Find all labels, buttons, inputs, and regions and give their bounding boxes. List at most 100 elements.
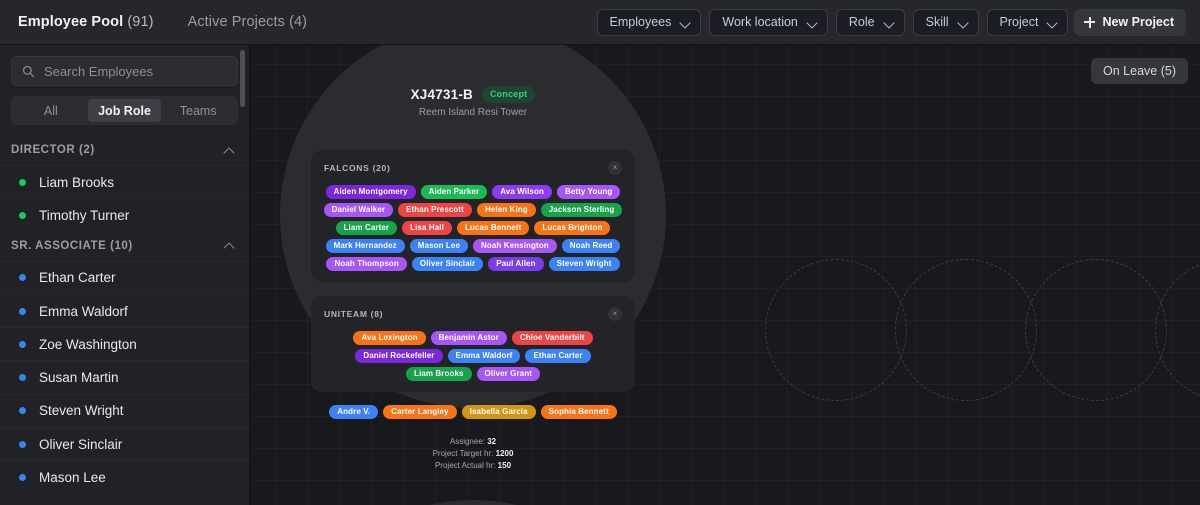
close-icon[interactable]: × bbox=[608, 306, 622, 321]
project-circle[interactable]: XJ4731-B Concept Reem Island Resi Tower … bbox=[280, 45, 666, 470]
filter-label: Work location bbox=[722, 15, 798, 29]
team-card: FALCONS (20) × Aiden Montgomery Aiden Parke… bbox=[311, 149, 635, 282]
on-leave-badge[interactable]: On Leave (5) bbox=[1091, 58, 1188, 84]
employee-name: Susan Martin bbox=[39, 370, 119, 386]
member-chip[interactable]: Benjamin Astor bbox=[430, 330, 507, 345]
ghost-project-slot[interactable] bbox=[1025, 259, 1167, 401]
tab-count: (4) bbox=[289, 14, 308, 30]
project-status-badge: Concept bbox=[481, 86, 536, 103]
member-chip[interactable]: Noah Reed bbox=[561, 238, 621, 253]
employee-list-item[interactable]: Mason Lee bbox=[0, 460, 249, 493]
member-chip[interactable]: Daniel Rockefeller bbox=[355, 348, 443, 363]
chevron-up-icon[interactable] bbox=[224, 145, 235, 156]
status-dot bbox=[19, 340, 26, 348]
team-cards: FALCONS (20) × Aiden Montgomery Aiden Parke… bbox=[280, 149, 666, 392]
member-chip[interactable]: Carter Langley bbox=[383, 404, 457, 419]
sidebar-scrollbar[interactable] bbox=[240, 45, 245, 505]
group-title: SR. ASSOCIATE (10) bbox=[11, 239, 133, 252]
member-chip[interactable]: Betty Young bbox=[556, 184, 621, 199]
project-header: XJ4731-B Concept Reem Island Resi Tower bbox=[280, 45, 666, 118]
team-member-chips: Ava Lexington Benjamin Astor Chloe Vanderb… bbox=[322, 330, 624, 381]
segment-teams[interactable]: Teams bbox=[161, 99, 235, 122]
member-chip[interactable]: Noah Thompson bbox=[326, 256, 407, 271]
member-chip[interactable]: Lucas Brighton bbox=[534, 220, 611, 235]
ghost-project-slot[interactable] bbox=[895, 259, 1037, 401]
team-name: FALCONS (20) bbox=[324, 162, 391, 173]
member-chip[interactable]: Liam Brooks bbox=[405, 366, 472, 381]
employee-list-item[interactable]: Ethan Carter bbox=[0, 260, 249, 294]
member-chip[interactable]: Jackson Sterling bbox=[540, 202, 623, 217]
member-chip[interactable]: Steven Wright bbox=[548, 256, 620, 271]
unassigned-chips: Andre V. Carter Langley Isabella Garcia Sop… bbox=[311, 404, 635, 419]
member-chip[interactable]: Mark Hernandez bbox=[325, 238, 405, 253]
tab-count: (91) bbox=[127, 14, 154, 30]
member-chip[interactable]: Andre V. bbox=[329, 404, 379, 419]
employee-list-item[interactable]: Zoe Washington bbox=[0, 327, 249, 360]
member-chip[interactable]: Oliver Grant bbox=[476, 366, 540, 381]
segment-job-role[interactable]: Job Role bbox=[87, 99, 162, 122]
status-dot bbox=[19, 440, 26, 448]
member-chip[interactable]: Paul Allen bbox=[488, 256, 544, 271]
employee-list-item[interactable]: Susan Martin bbox=[0, 360, 249, 393]
new-project-button[interactable]: New Project bbox=[1074, 8, 1186, 36]
member-chip[interactable]: Noah Kensington bbox=[473, 238, 557, 253]
member-chip[interactable]: Ava Wilson bbox=[492, 184, 552, 199]
filter-project[interactable]: Project bbox=[986, 8, 1069, 36]
sidebar-scrollbar-thumb[interactable] bbox=[240, 50, 245, 107]
filter-label: Skill bbox=[925, 15, 949, 29]
member-chip[interactable]: Oliver Sinclair bbox=[411, 256, 484, 271]
employee-list-item[interactable]: Liam Brooks bbox=[0, 165, 249, 198]
employee-list-item[interactable]: Steven Wright bbox=[0, 393, 249, 427]
member-chip[interactable]: Isabella Garcia bbox=[461, 404, 536, 419]
ghost-project-slot[interactable] bbox=[1155, 259, 1200, 401]
filter-skill[interactable]: Skill bbox=[912, 8, 979, 36]
employee-list-item[interactable]: Emma Waldorf bbox=[0, 293, 249, 327]
chevron-up-icon[interactable] bbox=[224, 240, 235, 251]
search-icon bbox=[22, 65, 35, 77]
chevron-down-icon bbox=[808, 18, 817, 27]
project-stat: Assignee: 32 bbox=[449, 436, 497, 446]
next-project-circle-partial[interactable] bbox=[280, 500, 666, 505]
employee-name: Oliver Sinclair bbox=[39, 436, 123, 452]
filter-work-location[interactable]: Work location bbox=[709, 8, 828, 36]
project-stat-value: 32 bbox=[487, 436, 497, 446]
plus-icon bbox=[1084, 16, 1096, 28]
member-chip[interactable]: Aiden Parker bbox=[420, 184, 488, 199]
search-input[interactable] bbox=[44, 63, 227, 79]
member-chip[interactable]: Emma Waldorf bbox=[447, 348, 521, 363]
project-canvas[interactable]: On Leave (5) XJ4731-B Concept Reem Islan… bbox=[250, 45, 1200, 505]
team-card-header: UNITEAM (8)× bbox=[322, 305, 624, 321]
search-box[interactable] bbox=[11, 56, 238, 86]
member-chip[interactable]: Ethan Prescott bbox=[398, 202, 472, 217]
member-chip[interactable]: Helen King bbox=[476, 202, 536, 217]
group-header[interactable]: SR. ASSOCIATE (10) bbox=[0, 232, 249, 261]
member-chip[interactable]: Ava Lexington bbox=[353, 330, 426, 345]
member-chip[interactable]: Daniel Walker bbox=[323, 202, 394, 217]
close-icon[interactable]: × bbox=[608, 160, 622, 175]
filter-role[interactable]: Role bbox=[835, 8, 905, 36]
ghost-project-slot[interactable] bbox=[765, 259, 907, 401]
member-chip[interactable]: Lisa Hall bbox=[402, 220, 452, 235]
member-chip[interactable]: Liam Carter bbox=[335, 220, 398, 235]
member-chip[interactable]: Chloe Vanderbilt bbox=[511, 330, 593, 345]
chevron-down-icon bbox=[1048, 18, 1057, 27]
chevron-down-icon bbox=[959, 18, 968, 27]
member-chip[interactable]: Aiden Montgomery bbox=[325, 184, 416, 199]
main-tabs: Employee Pool (91) Active Projects (4) bbox=[18, 14, 307, 30]
employee-list-item[interactable]: Oliver Sinclair bbox=[0, 427, 249, 460]
tab-active-projects[interactable]: Active Projects (4) bbox=[188, 14, 308, 30]
member-chip[interactable]: Lucas Bennett bbox=[456, 220, 530, 235]
member-chip[interactable]: Mason Lee bbox=[409, 238, 469, 253]
project-stat-value: 150 bbox=[497, 461, 512, 471]
filter-employees[interactable]: Employees bbox=[596, 8, 702, 36]
team-member-chips: Aiden Montgomery Aiden Parker Ava Wilson Be… bbox=[322, 184, 624, 271]
member-chip[interactable]: Sophia Bennett bbox=[540, 404, 617, 419]
segment-all[interactable]: All bbox=[14, 99, 88, 122]
tab-employee-pool[interactable]: Employee Pool (91) bbox=[18, 14, 154, 30]
group-header[interactable]: DIRECTOR (2) bbox=[0, 136, 249, 165]
member-chip[interactable]: Ethan Carter bbox=[525, 348, 591, 363]
employee-list-item[interactable]: Timothy Turner bbox=[0, 198, 249, 231]
